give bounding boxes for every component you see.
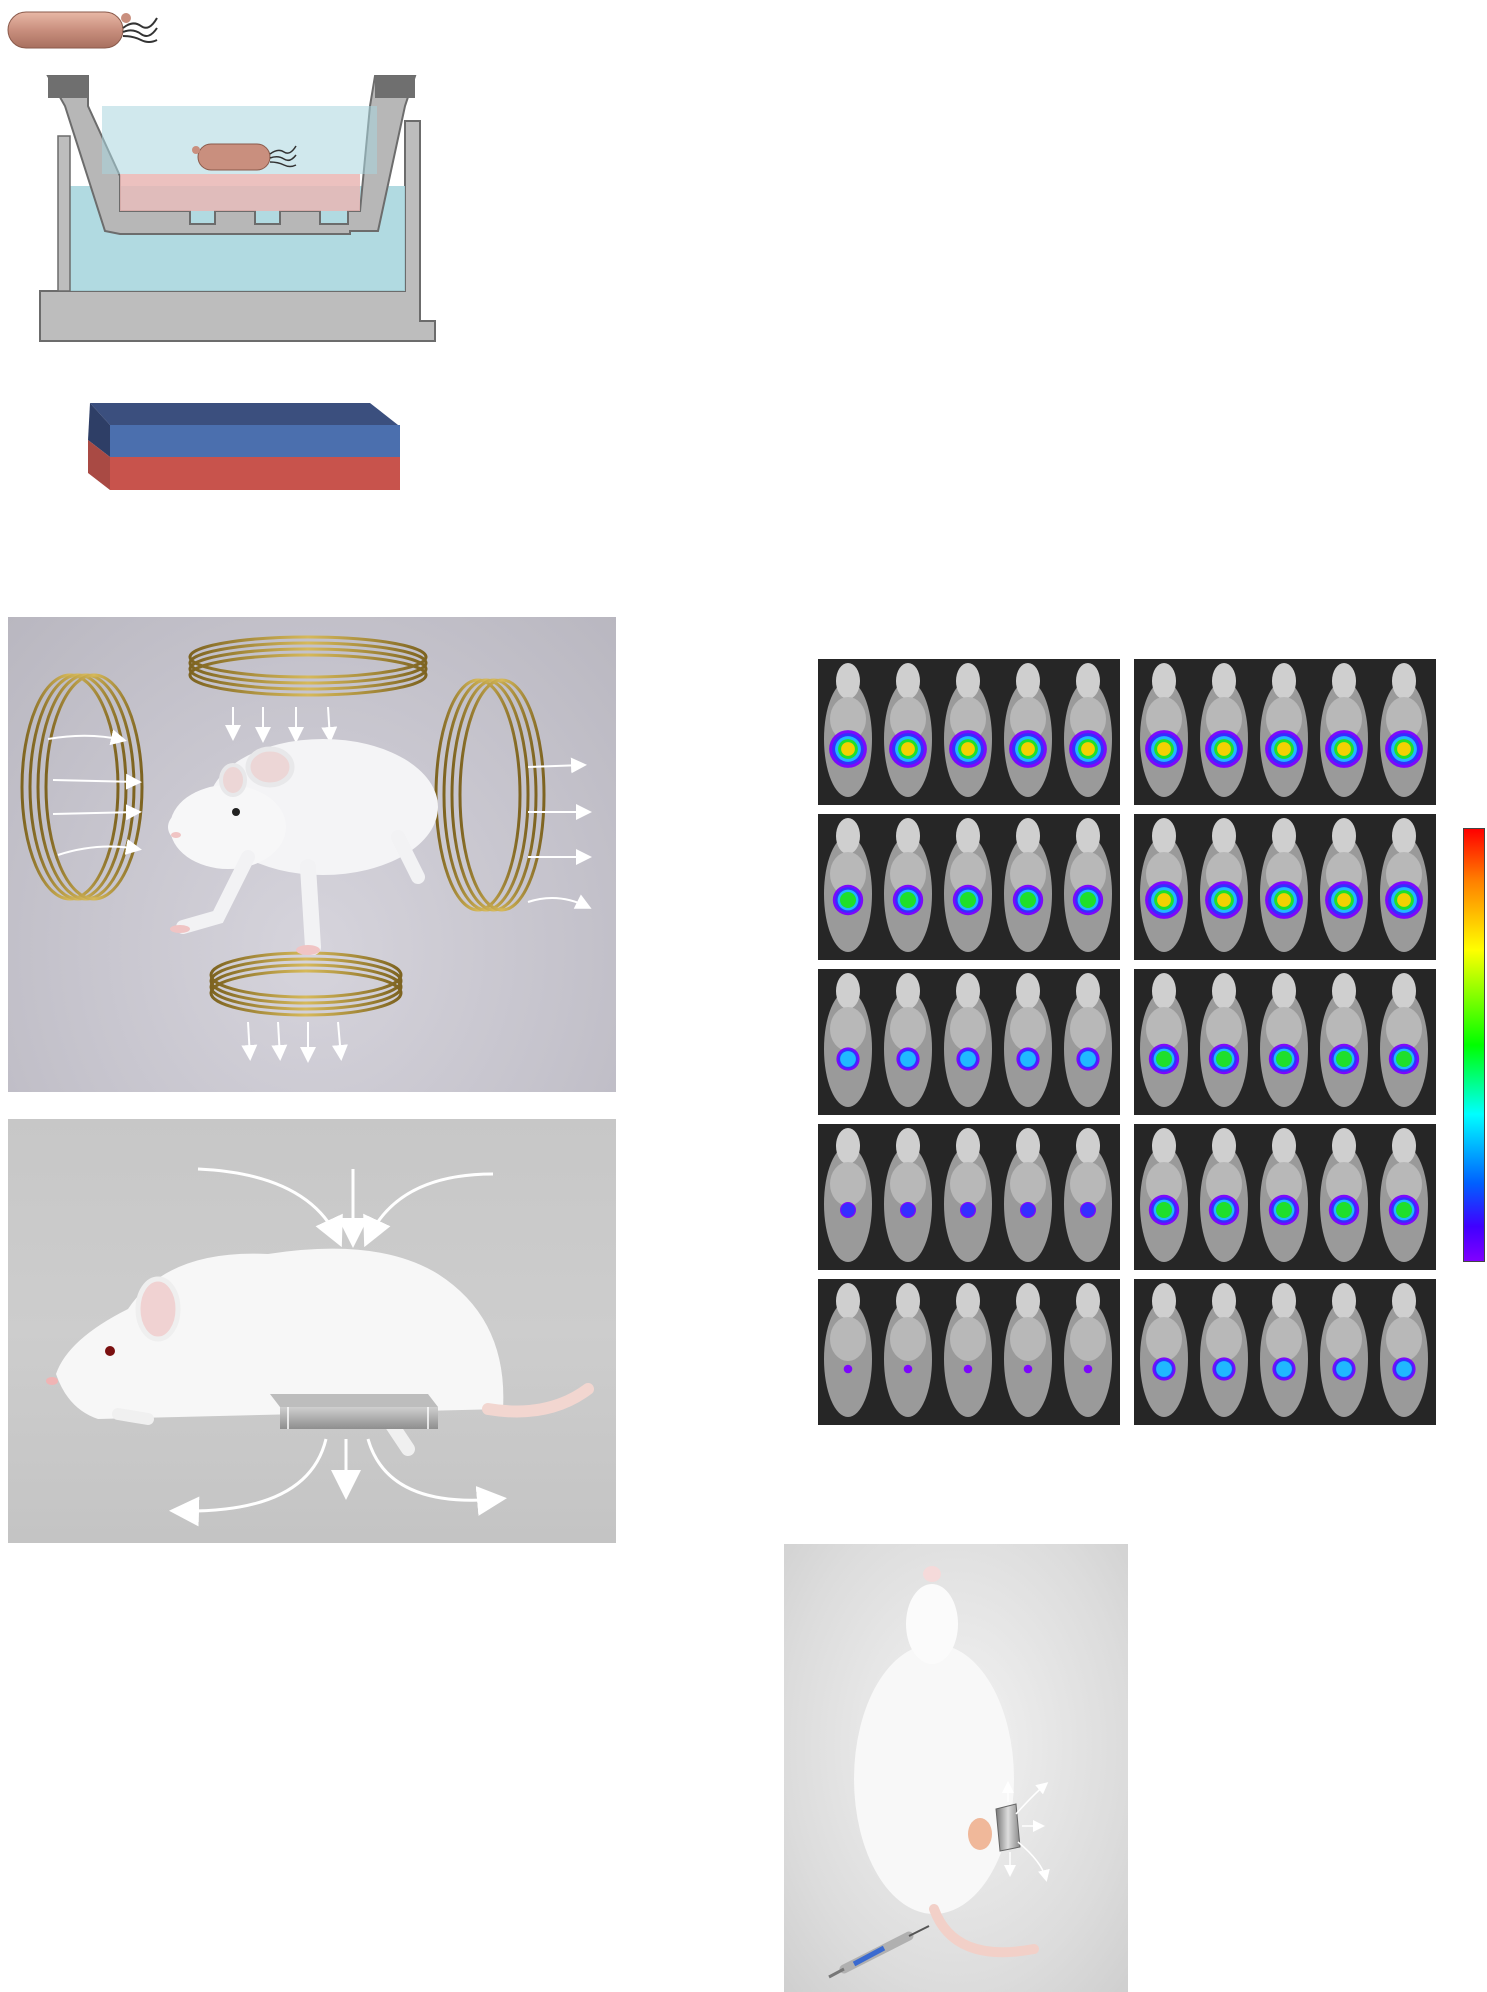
bli-panel (1134, 969, 1436, 1115)
transwell-icon (30, 66, 450, 366)
mouse-icon (46, 1248, 594, 1456)
bli-panel (818, 1124, 1120, 1270)
bli-panel (818, 969, 1120, 1115)
bli-panel (1134, 814, 1436, 960)
helmholtz-coil-panel (8, 617, 616, 1092)
mouse-icon (168, 739, 438, 955)
bli-panel (818, 659, 1120, 805)
permanent-magnet-panel (8, 1119, 616, 1543)
bli-panel (818, 1279, 1120, 1425)
injection-panel (784, 1544, 1128, 1992)
mouse-icon (854, 1566, 1039, 1958)
magnet-icon (270, 1394, 438, 1429)
color-scale-bar (1463, 828, 1485, 1262)
helmholtz-coil-icon (188, 635, 428, 697)
magnet-icon (995, 1803, 1021, 1852)
bli-image-grid (818, 659, 1438, 1427)
magnet-icon (80, 395, 410, 500)
bacterium-icon (2, 0, 172, 56)
bli-panel (1134, 659, 1436, 805)
bli-panel (1134, 1124, 1436, 1270)
bli-panel (818, 814, 1120, 960)
syringe-icon (828, 1925, 930, 1979)
bli-panel (1134, 1279, 1436, 1425)
